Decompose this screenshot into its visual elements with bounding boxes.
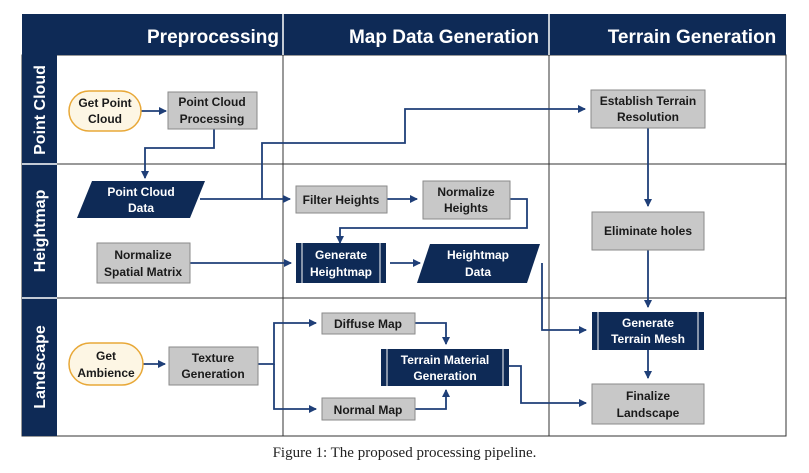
- node-texture-generation-line2: Generation: [181, 367, 244, 381]
- arrow-normal-map-to-material: [415, 389, 450, 410]
- node-normalize-heights: [422, 180, 511, 220]
- arrow-texture-to-normal-map: [273, 364, 317, 413]
- node-point-cloud-processing: [167, 91, 258, 130]
- connectors: [141, 105, 652, 413]
- node-generate-terrain-mesh-line1: Generate: [622, 316, 674, 330]
- node-normalize-heights-line1: Normalize: [437, 185, 495, 199]
- node-texture-generation-line1: Texture: [192, 351, 235, 365]
- node-point-cloud-data-line2: Data: [128, 201, 154, 215]
- column-header-terrain-generation: Terrain Generation: [608, 27, 777, 48]
- row-header-band: [22, 55, 57, 436]
- row-header-heightmap: Heightmap: [32, 189, 49, 272]
- node-point-cloud-data-line1: Point Cloud: [107, 185, 174, 199]
- arrow-normalize-heights-to-generate-heightmap: [336, 198, 528, 244]
- node-terrain-material-generation-line2: Generation: [413, 369, 476, 383]
- node-terrain-material-generation-line1: Terrain Material: [401, 353, 489, 367]
- node-diffuse-map: [321, 312, 416, 335]
- node-finalize-landscape: [591, 383, 705, 425]
- node-diffuse-map-line1: Diffuse Map: [334, 317, 402, 331]
- arrow-heightmap-data-to-terrain-mesh: [541, 263, 587, 334]
- node-establish-terrain-resolution-line2: Resolution: [617, 110, 679, 124]
- node-normalize-spatial-matrix-line2: Spatial Matrix: [104, 265, 182, 279]
- node-get-ambience-line1: Get: [96, 349, 116, 363]
- pipeline-diagram: Preprocessing Map Data Generation Terrai…: [21, 14, 787, 437]
- node-generate-heightmap-line1: Generate: [315, 248, 367, 262]
- node-terrain-material-generation: [381, 349, 509, 386]
- node-generate-terrain-mesh-line2: Terrain Mesh: [611, 332, 685, 346]
- node-normal-map-line1: Normal Map: [334, 403, 403, 417]
- node-point-cloud-processing-line1: Point Cloud: [178, 95, 245, 109]
- node-establish-terrain-resolution: [590, 89, 706, 129]
- column-header-map-data-generation: Map Data Generation: [349, 27, 539, 48]
- arrow-texture-to-diffuse-map: [258, 319, 317, 365]
- node-heightmap-data-line1: Heightmap: [447, 248, 509, 262]
- figure-caption: Figure 1: The proposed processing pipeli…: [272, 445, 537, 461]
- arrow-processing-to-point-cloud-data: [141, 129, 215, 179]
- node-normalize-spatial-matrix: [96, 242, 191, 284]
- node-normalize-heights-line2: Heights: [444, 201, 488, 215]
- node-generate-terrain-mesh: [592, 312, 704, 350]
- arrow-material-to-finalize: [509, 365, 587, 407]
- row-header-landscape: Landscape: [32, 325, 49, 409]
- node-finalize-landscape-line2: Landscape: [617, 406, 680, 420]
- node-normalize-spatial-matrix-line1: Normalize: [114, 248, 172, 262]
- column-header-preprocessing: Preprocessing: [147, 27, 279, 48]
- node-get-point-cloud-line2: Cloud: [88, 112, 122, 126]
- node-get-point-cloud-line1: Get Point: [78, 96, 131, 110]
- node-normal-map: [321, 397, 416, 421]
- node-get-point-cloud: [68, 90, 142, 132]
- node-point-cloud-data: [77, 181, 205, 218]
- node-get-ambience: [68, 342, 144, 386]
- node-filter-heights-line1: Filter Heights: [303, 193, 380, 207]
- node-eliminate-holes-line1: Eliminate holes: [604, 224, 692, 238]
- node-filter-heights: [295, 185, 388, 214]
- row-header-point-cloud: Point Cloud: [32, 65, 49, 155]
- node-get-ambience-line2: Ambience: [77, 366, 135, 380]
- node-eliminate-holes: [591, 211, 705, 251]
- arrow-point-cloud-data-to-resolution: [200, 105, 586, 200]
- node-generate-heightmap: [296, 243, 386, 283]
- node-point-cloud-processing-line2: Processing: [180, 112, 245, 126]
- node-finalize-landscape-line1: Finalize: [626, 389, 670, 403]
- column-header-band: [22, 14, 786, 55]
- node-heightmap-data-line2: Data: [465, 265, 491, 279]
- node-generate-heightmap-line2: Heightmap: [310, 265, 372, 279]
- node-texture-generation: [168, 346, 259, 386]
- node-heightmap-data: [417, 244, 540, 283]
- node-establish-terrain-resolution-line1: Establish Terrain: [600, 94, 696, 108]
- arrow-diffuse-map-to-material: [415, 322, 450, 345]
